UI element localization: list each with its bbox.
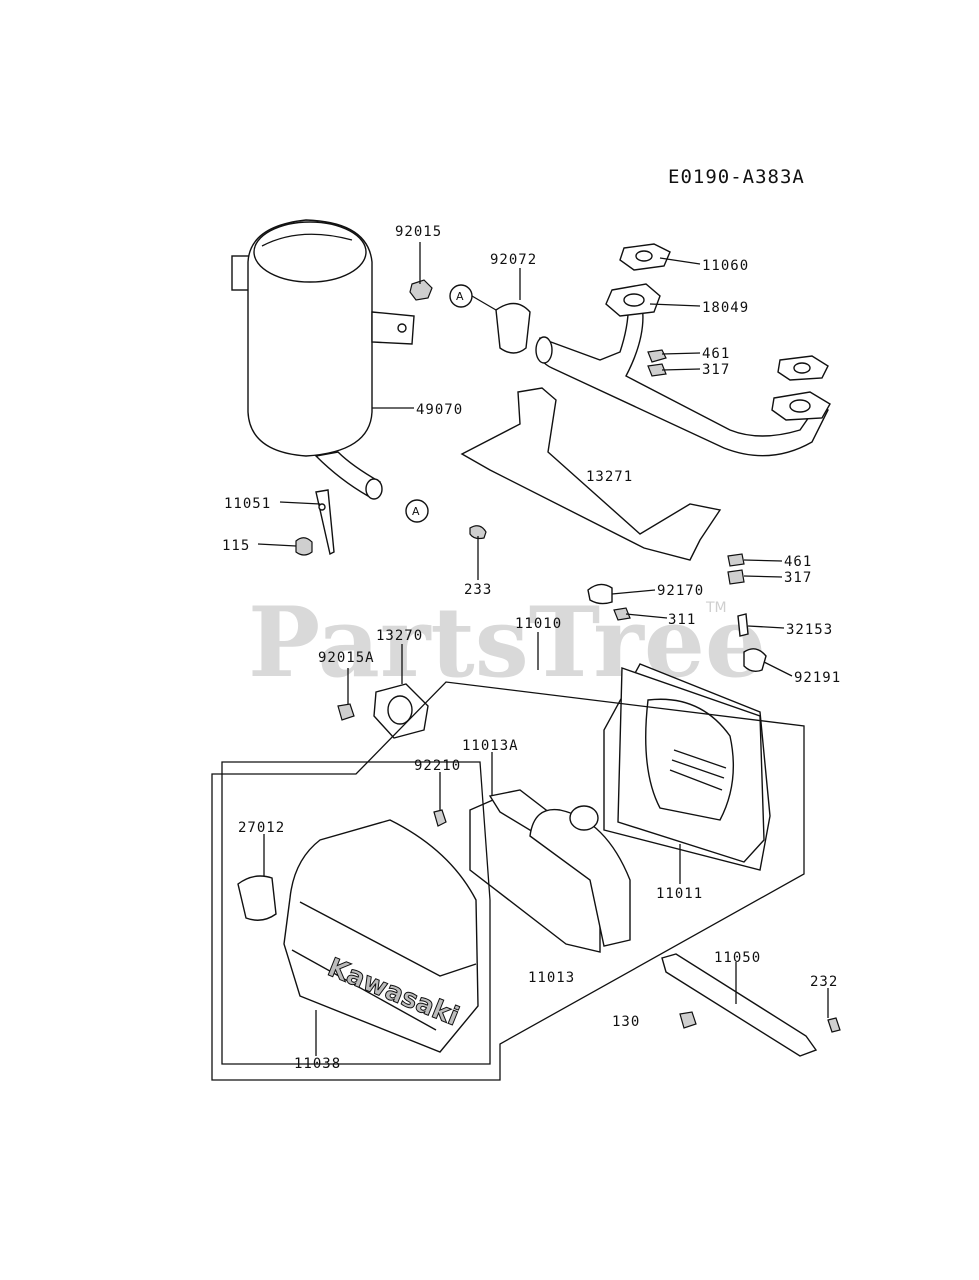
watermark: PartsTree (248, 586, 766, 699)
watermark-trademark: TM (705, 600, 727, 616)
part-label-233[interactable]: 233 (464, 582, 492, 598)
part-label-49070[interactable]: 49070 (416, 402, 463, 418)
hardware-drawing (337, 349, 841, 1033)
cover-group-outline (221, 761, 491, 1065)
part-label-92015[interactable]: 92015 (395, 224, 442, 240)
part-label-11011[interactable]: 11011 (656, 886, 703, 902)
muffler-bracket-drawing (295, 489, 335, 556)
part-label-11051[interactable]: 11051 (224, 496, 271, 512)
svg-text:A: A (412, 505, 420, 518)
part-label-11013A[interactable]: 11013A (462, 738, 519, 754)
part-label-461-top[interactable]: 461 (702, 346, 730, 362)
clip-27012-drawing (237, 875, 277, 921)
bracket-11050-drawing (661, 953, 818, 1057)
part-label-311[interactable]: 311 (668, 612, 696, 628)
svg-text:A: A (456, 290, 464, 303)
leader-lines (257, 242, 829, 1056)
nut-92015-drawing (409, 279, 433, 301)
ref-marker-a-top: A (449, 284, 473, 308)
part-label-232[interactable]: 232 (810, 974, 838, 990)
part-label-11060[interactable]: 11060 (702, 258, 749, 274)
part-label-92072[interactable]: 92072 (490, 252, 537, 268)
air-cleaner-cover-drawing: Kawasaki (283, 819, 479, 1053)
part-label-11050[interactable]: 11050 (714, 950, 761, 966)
part-label-130[interactable]: 130 (612, 1014, 640, 1030)
part-label-32153[interactable]: 32153 (786, 622, 833, 638)
part-label-11013[interactable]: 11013 (528, 970, 575, 986)
part-label-18049[interactable]: 18049 (702, 300, 749, 316)
part-label-92191[interactable]: 92191 (794, 670, 841, 686)
part-label-11038[interactable]: 11038 (294, 1056, 341, 1072)
exhaust-pipe-drawing (535, 243, 831, 457)
part-label-92015A[interactable]: 92015A (318, 650, 375, 666)
group-outline (211, 681, 805, 1081)
part-label-92210[interactable]: 92210 (414, 758, 461, 774)
part-label-13271[interactable]: 13271 (586, 469, 633, 485)
part-label-317-low[interactable]: 317 (784, 570, 812, 586)
part-label-317-top[interactable]: 317 (702, 362, 730, 378)
heat-shield-drawing (460, 387, 722, 561)
part-label-115[interactable]: 115 (222, 538, 250, 554)
clamp-92072-drawing (495, 302, 531, 354)
part-label-92170[interactable]: 92170 (657, 583, 704, 599)
diagram-code: E0190-A383A (668, 166, 805, 188)
part-label-11010[interactable]: 11010 (515, 616, 562, 632)
ref-marker-a-bottom: A (405, 499, 429, 523)
part-label-13270[interactable]: 13270 (376, 628, 423, 644)
muffler-drawing (231, 219, 415, 500)
part-label-461-low[interactable]: 461 (784, 554, 812, 570)
part-label-27012[interactable]: 27012 (238, 820, 285, 836)
